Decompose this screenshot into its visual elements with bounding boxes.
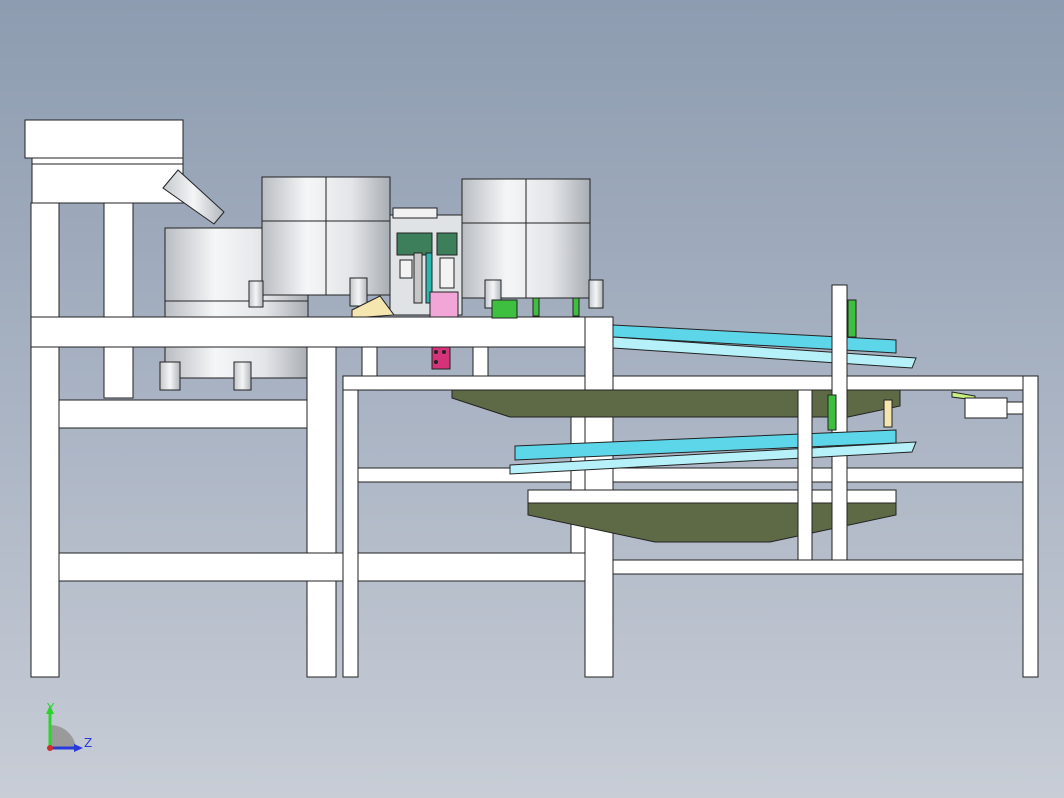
top-beam-left bbox=[30, 316, 614, 348]
frame-rail-right-mid bbox=[357, 467, 1024, 483]
frame-rail-right-top bbox=[342, 375, 1039, 391]
vibratory-bowl-upper-right bbox=[461, 178, 604, 309]
hopper-leg-right bbox=[103, 202, 134, 399]
axis-origin bbox=[47, 745, 53, 751]
feeder-mechanism bbox=[351, 207, 463, 370]
y-axis-label: Y bbox=[46, 701, 55, 715]
hopper-leg-left bbox=[30, 202, 60, 318]
z-axis-label: Z bbox=[84, 736, 92, 750]
chute-upper bbox=[612, 284, 917, 561]
tray-upper bbox=[451, 389, 901, 418]
chute-lower bbox=[509, 389, 917, 561]
pink-block bbox=[429, 291, 459, 321]
hopper bbox=[24, 119, 225, 225]
outlet-block bbox=[964, 397, 1008, 419]
frame-post-mid-left bbox=[306, 346, 337, 678]
magenta-block bbox=[431, 344, 451, 370]
frame-post-right bbox=[1022, 375, 1039, 678]
axis-triad: Y Z bbox=[46, 701, 92, 752]
frame-post-left bbox=[30, 346, 60, 678]
frame-rail-right-low bbox=[612, 559, 1024, 575]
frame-post-inner bbox=[342, 376, 359, 678]
frame-rail-left-low bbox=[58, 552, 586, 582]
sensor-bracket bbox=[351, 295, 395, 319]
frame-rail-left-mid bbox=[58, 399, 308, 429]
vibratory-bowl-upper-left bbox=[248, 176, 391, 308]
hopper-spout bbox=[162, 169, 225, 225]
